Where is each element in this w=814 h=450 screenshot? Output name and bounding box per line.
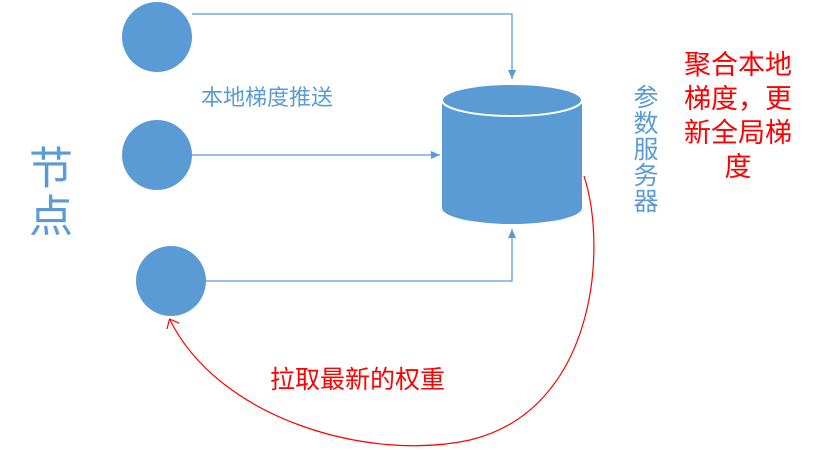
aggregate-gradient-label: 聚合本地梯度，更新全局梯度 bbox=[684, 50, 792, 183]
pull-weights-label: 拉取最新的权重 bbox=[270, 365, 446, 394]
push-gradient-label: 本地梯度推送 bbox=[201, 86, 334, 111]
parameter-server-cylinder bbox=[441, 83, 583, 224]
pull-weights-arrow bbox=[170, 175, 595, 447]
worker-node-1 bbox=[122, 2, 192, 72]
worker-node-2 bbox=[122, 120, 192, 190]
push-connector-1 bbox=[192, 13, 516, 79]
push-connector-3 bbox=[206, 229, 516, 282]
node-label: 节点 bbox=[21, 145, 72, 241]
parameter-server-label: 参数服务器 bbox=[630, 84, 659, 214]
worker-node-3 bbox=[136, 246, 206, 316]
